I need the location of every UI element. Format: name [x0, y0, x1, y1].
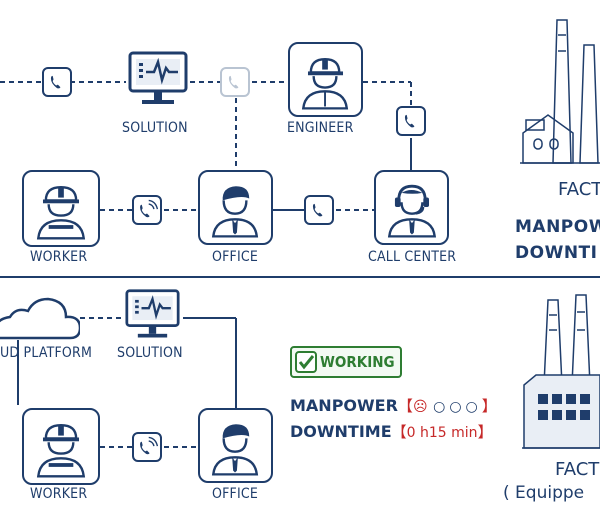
- solution-label: SOLUTION: [117, 345, 183, 361]
- factory-equipped-icon: [522, 294, 600, 449]
- cloud-platform-label: UD PLATFORM: [0, 345, 93, 361]
- worker-icon: [36, 185, 86, 240]
- office-node[interactable]: [198, 170, 273, 245]
- worker-node[interactable]: [22, 408, 100, 485]
- worker-label: WORKER: [30, 486, 88, 502]
- worker-node[interactable]: [22, 170, 100, 247]
- phone-icon: [304, 195, 334, 225]
- manpower-label: MANPOWER: [290, 396, 398, 415]
- phone-icon: [396, 106, 426, 136]
- downtime-label: DOWNTI: [515, 243, 598, 263]
- solution-monitor-icon: [122, 288, 183, 343]
- engineer-label: ENGINEER: [287, 120, 354, 136]
- downtime-bracket-open: 【: [391, 423, 407, 441]
- engineer-node[interactable]: [288, 42, 363, 117]
- phone-ringing-icon: [132, 432, 162, 462]
- call-center-label: CALL CENTER: [368, 249, 457, 265]
- phone-ringing-icon: [132, 195, 162, 225]
- solution-monitor-icon: [126, 50, 190, 110]
- office-worker-icon: [211, 424, 259, 476]
- call-center-node[interactable]: [374, 170, 449, 245]
- manpower-label: MANPOW: [515, 217, 600, 237]
- office-node[interactable]: [198, 408, 273, 483]
- manpower-bracket-close: 】: [481, 397, 497, 415]
- phone-icon: [42, 67, 72, 97]
- downtime-value: 0 h15 min: [406, 425, 478, 441]
- manpower-metric: MANPOWER【☹ ○○○】: [290, 395, 497, 416]
- phone-icon-faded: [220, 67, 250, 97]
- downtime-metric: DOWNTIME【0 h15 min】: [290, 421, 493, 442]
- manpower-dots: ○○○: [433, 399, 482, 415]
- downtime-bracket-close: 】: [477, 423, 493, 441]
- worker-label: WORKER: [30, 249, 88, 265]
- factory-icon: [520, 19, 600, 164]
- check-icon: [295, 351, 317, 373]
- cloud-icon: [0, 297, 80, 340]
- manpower-bracket-open: 【: [397, 397, 413, 415]
- solution-label: SOLUTION: [122, 120, 188, 136]
- factory-title: FACT: [555, 459, 600, 480]
- engineer-icon: [301, 57, 349, 110]
- call-center-agent-icon: [387, 184, 437, 238]
- section-divider: [0, 276, 600, 278]
- office-worker-icon: [211, 186, 259, 238]
- working-status-badge: WORKING: [290, 346, 402, 378]
- office-label: OFFICE: [212, 249, 259, 265]
- factory-title: FACT: [558, 179, 600, 200]
- manpower-indicator: ☹: [412, 399, 428, 415]
- factory-subtitle: ( Equippe: [503, 483, 585, 503]
- downtime-label: DOWNTIME: [290, 422, 392, 441]
- working-status-text: WORKING: [320, 353, 395, 371]
- worker-icon: [36, 423, 86, 478]
- office-label: OFFICE: [212, 486, 259, 502]
